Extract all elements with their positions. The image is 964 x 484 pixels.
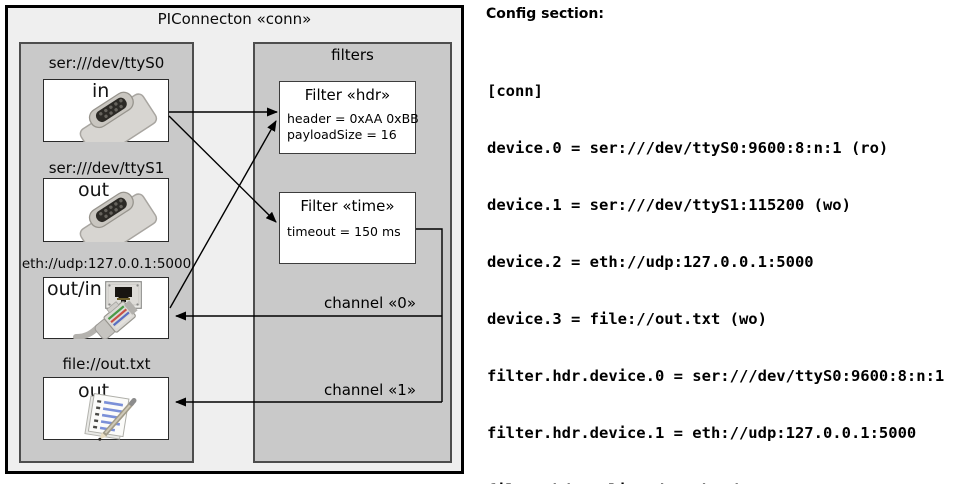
config-line: [conn] — [487, 82, 543, 100]
serial-connector-icon — [79, 91, 158, 142]
device-uri-label-file: file://out.txt — [62, 355, 151, 373]
filter-name: Filter «time» — [300, 197, 395, 215]
channel-0-label: channel «0» — [323, 294, 416, 312]
serial-connector-icon — [79, 191, 158, 242]
filter-box-hdr: Filter «hdr» header = 0xAA 0xBB payloadS… — [279, 81, 419, 154]
config-block: [conn] device.0 = ser:///dev/ttyS0:9600:… — [487, 44, 954, 484]
device-direction-label: out — [78, 179, 110, 201]
config-heading: Config section: — [486, 6, 604, 22]
device-uri-label-ttys1: ser:///dev/ttyS1 — [48, 159, 165, 177]
filter-param: header = 0xAA 0xBB — [287, 111, 419, 126]
device-box-eth: out/in — [43, 277, 169, 339]
ethernet-connector-icon — [73, 300, 138, 339]
device-box-ttys1: out — [43, 178, 169, 242]
config-line: filter.hdr.splitMode = header — [487, 481, 954, 484]
notepad-pencil-icon — [84, 393, 137, 441]
device-direction-label: in — [92, 80, 110, 102]
config-line: device.3 = file://out.txt (wo) — [487, 310, 767, 328]
device-box-file: out — [43, 377, 169, 441]
filter-param: timeout = 150 ms — [287, 224, 401, 239]
filter-box-time: Filter «time» timeout = 150 ms — [279, 192, 416, 264]
config-line: device.2 = eth://udp:127.0.0.1:5000 — [487, 253, 814, 271]
diagram-title: PIConnecton «conn» — [157, 10, 312, 28]
config-line: device.0 = ser:///dev/ttyS0:9600:8:n:1 (… — [487, 139, 889, 157]
filter-name: Filter «hdr» — [304, 86, 391, 104]
device-uri-label-eth: eth://udp:127.0.0.1:5000 — [21, 256, 192, 272]
filters-panel-title: filters — [331, 46, 374, 64]
config-line: device.1 = ser:///dev/ttyS1:115200 (wo) — [487, 196, 851, 214]
channel-1-label: channel «1» — [323, 381, 416, 399]
config-line: filter.hdr.device.1 = eth://udp:127.0.0.… — [487, 424, 917, 442]
device-uri-label-ttys0: ser:///dev/ttyS0 — [48, 54, 165, 72]
filter-param: payloadSize = 16 — [287, 127, 397, 142]
device-direction-label: out/in — [47, 278, 102, 300]
device-box-ttys0: in — [43, 79, 169, 142]
config-line: filter.hdr.device.0 = ser:///dev/ttyS0:9… — [487, 367, 945, 385]
